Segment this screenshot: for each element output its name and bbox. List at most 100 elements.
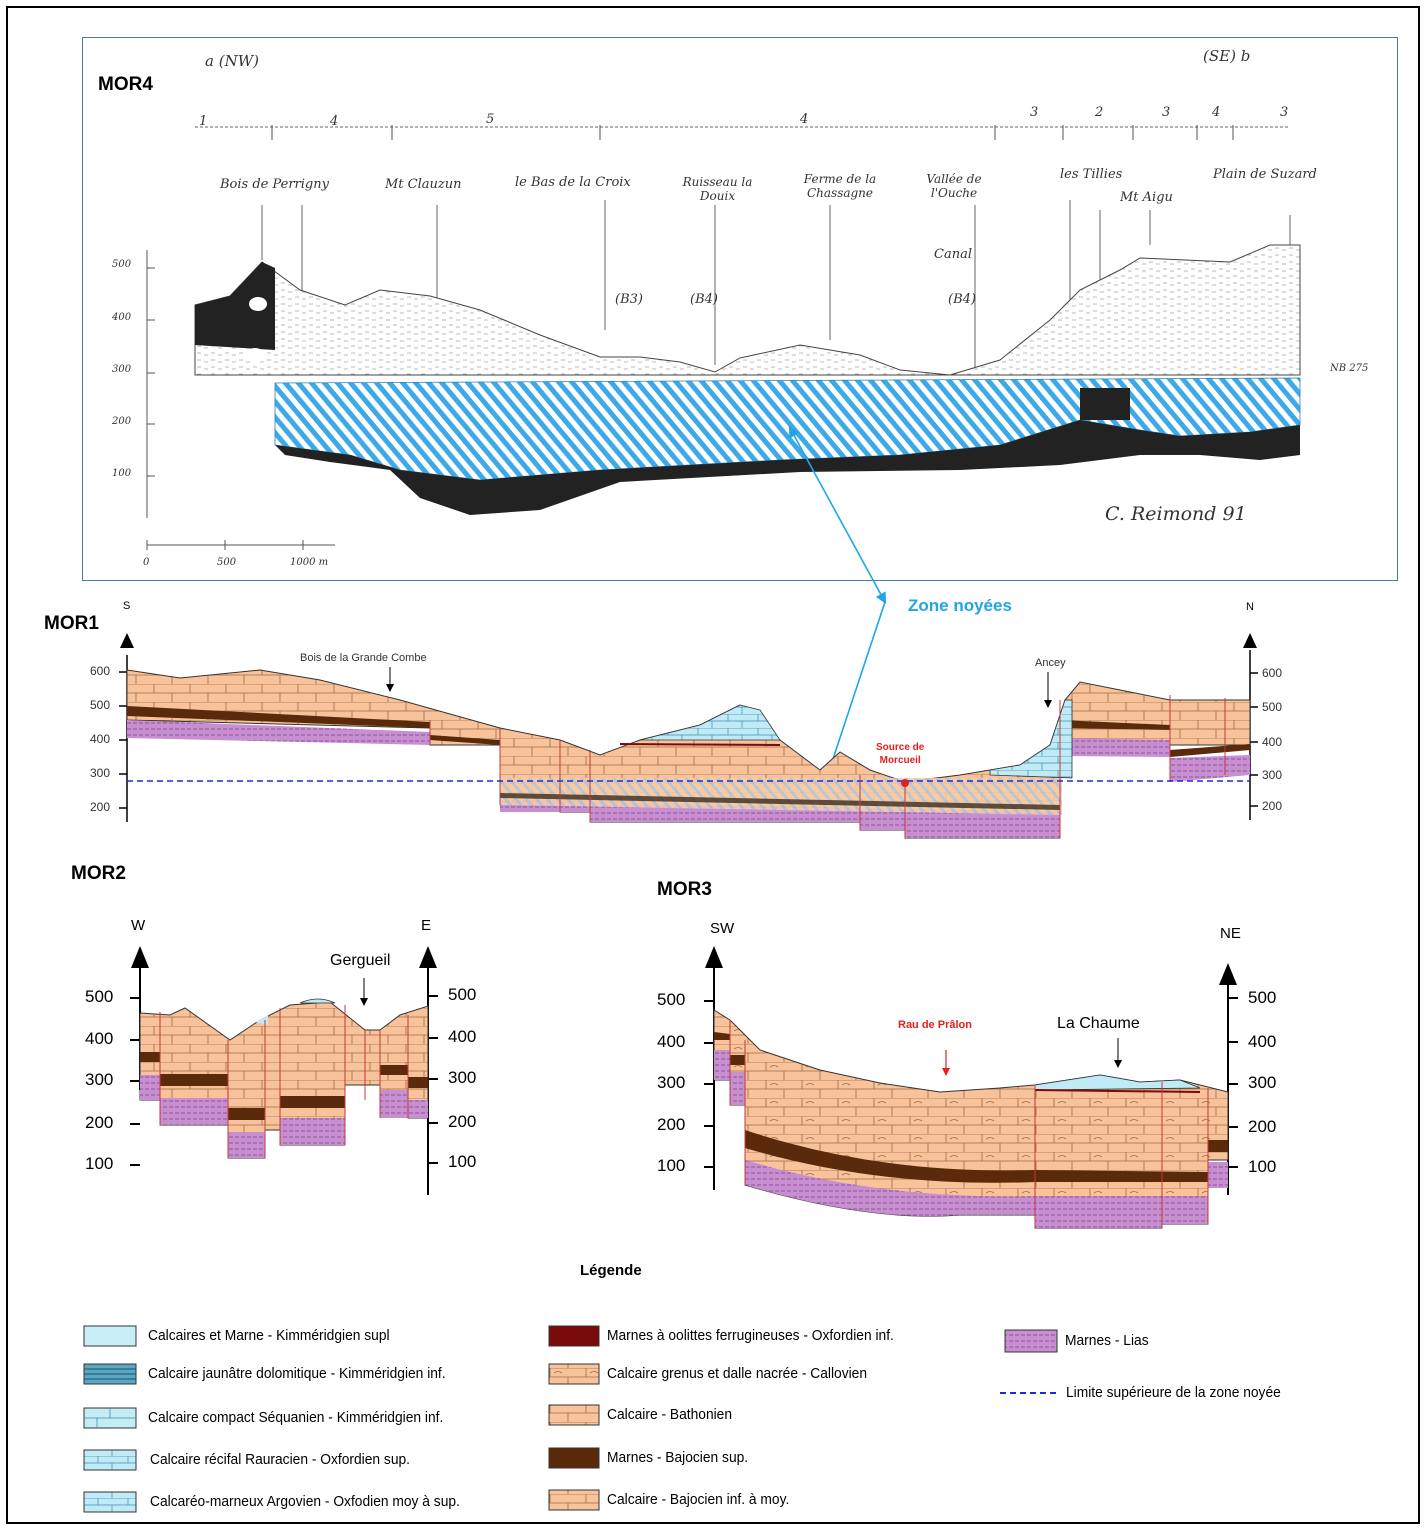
mor1-ytick-left-200: 200 [90,800,111,814]
mor2-ytick-left-500: 500 [85,987,114,1006]
mor1-ytick-right-400: 400 [1262,735,1283,749]
mor4-section [146,125,1301,550]
mor3-ytick-right-100: 100 [1248,1157,1277,1176]
mor4-borehole-b4b: (B4) [948,292,976,307]
mor1-source-line2: Morcueil [879,755,921,766]
mor1-ytick-right-600: 600 [1262,666,1283,680]
legend-item-sequanien: Calcaire compact Séquanien - Kimméridgie… [148,1409,444,1426]
mor1-ytick-left-500: 500 [90,698,111,712]
mor3-label: MOR3 [657,879,712,900]
mor4-zone-5: 3 [1030,105,1039,120]
mor4-ytick-500: 500 [112,259,132,270]
mor2-ytick-right-500: 500 [448,985,477,1004]
mor4-borehole-b4a: (B4) [690,292,718,307]
mor4-zone-7: 3 [1162,105,1171,120]
mor2-ytick-left-400: 400 [85,1029,114,1048]
mor4-place-3: le Bas de la Croix [515,175,631,190]
mor2-ytick-right-100: 100 [448,1152,477,1171]
figure-frame [6,6,1420,1524]
mor2-place-gergueil: Gergueil [330,952,391,969]
legend-item-callovien: Calcaire grenus et dalle nacrée - Callov… [607,1365,868,1382]
mor1-dir-right: N [1246,601,1254,613]
mor3-dir-left: SW [710,920,735,937]
mor2-label: MOR2 [71,863,126,884]
mor4-place-5: Ferme de la Chassagne [803,172,877,200]
mor1-label: MOR1 [44,613,99,634]
mor4-author: C. Reimond 91 [1105,503,1247,525]
mor1-ytick-right-200: 200 [1262,799,1283,813]
mor3-place-la-chaume: La Chaume [1057,1015,1140,1032]
mor3-dir-right: NE [1220,925,1241,942]
legend-title: Légende [580,1262,642,1279]
mor1-section [119,633,1258,839]
mor1-place-ancey: Ancey [1035,657,1066,669]
mor1-ytick-right-500: 500 [1262,700,1283,714]
mor1-source-line1: Source de [876,742,925,753]
mor1-source-label: Source de Morcueil [876,741,924,767]
mor4-place-6: Vallée de l'Ouche [926,172,982,200]
legend-item-kimmeridgien-sup: Calcaires et Marne - Kimméridgien supl [148,1327,390,1344]
mor4-zone-8: 4 [1212,105,1221,120]
mor1-ytick-left-300: 300 [90,766,111,780]
legend-item-bathonien: Calcaire - Bathonien [607,1406,733,1423]
mor2-ytick-left-300: 300 [85,1070,114,1089]
mor1-place-grande-combe: Bois de la Grande Combe [300,652,427,664]
mor2-section [130,946,438,1195]
mor4-ytick-400: 400 [112,312,132,323]
mor4-place-9: Plain de Suzard [1213,167,1317,182]
legend-item-rauracien: Calcaire récifal Rauracien - Oxfordien s… [150,1451,411,1468]
mor4-dir-left: a (NW) [205,52,259,70]
mor1-dir-left: S [123,600,131,612]
mor4-zone-4: 4 [800,112,809,127]
mor4-panel [82,37,1398,581]
legend-item-limite-zone-noyee: Limite supérieure de la zone noyée [1066,1384,1281,1401]
mor4-label: MOR4 [98,74,153,95]
mor1-ytick-right-300: 300 [1262,768,1283,782]
mor4-ytick-200: 200 [112,416,132,427]
legend-item-lias: Marnes - Lias [1065,1332,1149,1349]
legend-item-argovien: Calcaréo-marneux Argovien - Oxfodien moy… [150,1493,460,1510]
mor4-scale-500: 500 [217,557,237,568]
mor4-place-8: Mt Aigu [1120,190,1173,205]
legend-item-bajocien-sup: Marnes - Bajocien sup. [607,1449,749,1466]
mor3-section [704,946,1238,1229]
mor2-ytick-left-100: 100 [85,1154,114,1173]
mor3-ytick-left-500: 500 [657,990,686,1009]
mor4-dir-right: (SE) b [1203,47,1251,65]
mor4-borehole-b3: (B3) [615,292,643,307]
mor2-ytick-right-300: 300 [448,1068,477,1087]
zone-noyees-label: Zone noyées [908,596,1012,615]
mor2-ytick-right-200: 200 [448,1112,477,1131]
mor3-ytick-right-200: 200 [1248,1117,1277,1136]
mor3-ytick-left-100: 100 [657,1156,686,1175]
mor4-ytick-300: 300 [112,364,132,375]
mor3-ytick-right-300: 300 [1248,1073,1277,1092]
mor4-scale-1000: 1000 m [290,557,329,568]
mor3-ytick-left-200: 200 [657,1115,686,1134]
mor3-place-rau-pralon: Rau de Prâlon [898,1019,972,1031]
mor4-scale-0: 0 [143,557,150,568]
mor3-ytick-right-400: 400 [1248,1032,1277,1051]
mor4-nb: NB 275 [1330,363,1369,374]
mor4-zone-1: 1 [199,114,208,129]
mor2-dir-right: E [421,917,432,934]
mor2-ytick-right-400: 400 [448,1027,477,1046]
mor3-ytick-right-500: 500 [1248,988,1277,1007]
mor4-zone-3: 5 [486,112,495,127]
mor1-ytick-left-600: 600 [90,664,111,678]
mor2-ytick-left-200: 200 [85,1113,114,1132]
legend-swatches [83,1325,1058,1513]
mor4-place-4: Ruisseau la Douix [682,175,753,203]
mor4-canal: Canal [934,247,972,262]
mor4-zone-9: 3 [1280,105,1289,120]
mor4-zone-2: 4 [330,114,339,129]
legend-item-kimmeridgien-dolomitique: Calcaire jaunâtre dolomitique - Kimmérid… [148,1365,446,1382]
mor3-ytick-left-400: 400 [657,1032,686,1051]
mor1-ytick-left-400: 400 [90,732,111,746]
legend-item-oxfordien-inf: Marnes à oolittes ferrugineuses - Oxford… [607,1327,894,1344]
mor2-dir-left: W [131,917,146,934]
mor4-place-7: les Tillies [1060,167,1123,182]
mor4-zone-6: 2 [1095,105,1104,120]
mor4-ytick-100: 100 [112,468,132,479]
